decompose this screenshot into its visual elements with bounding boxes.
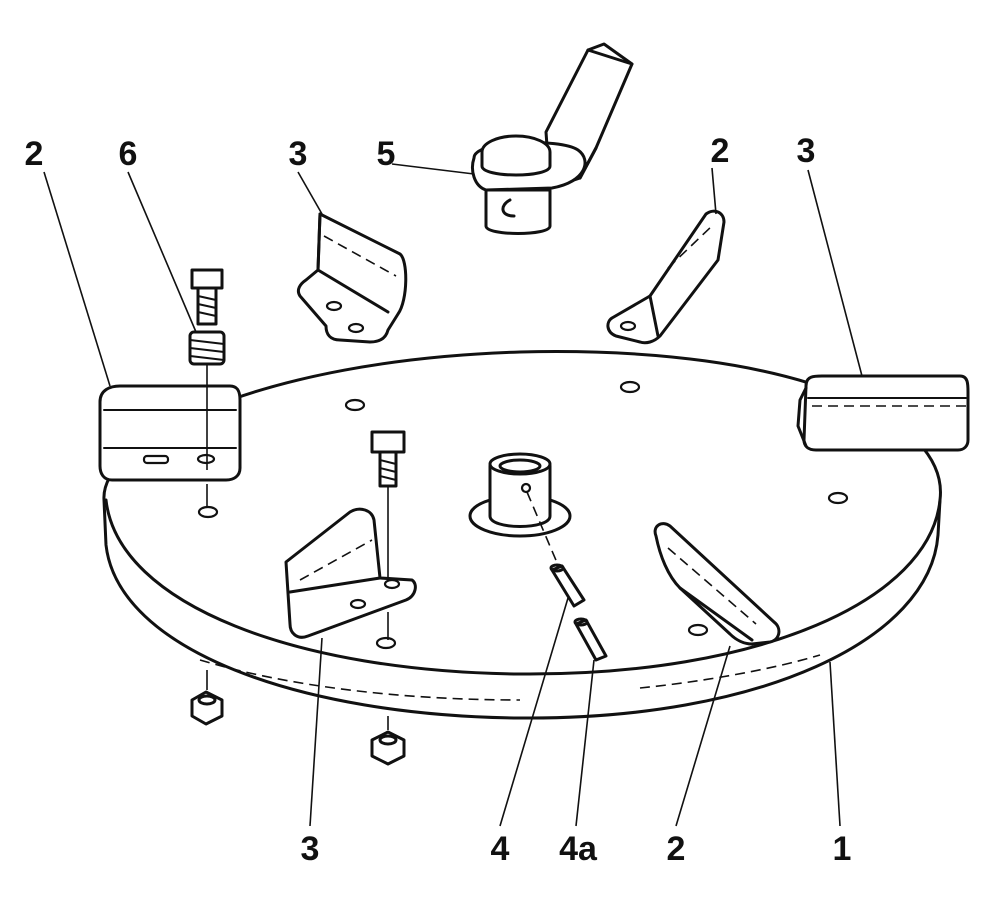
center-hub [468,452,572,538]
callout-4a-spare-pin: 4a [559,830,598,868]
callout-1-plate: 1 [833,830,852,868]
blade-3-top-left [296,212,408,344]
nut-left [190,670,224,726]
hub-cap [471,42,634,235]
plate-holes [197,380,849,650]
nut-center [370,716,406,766]
callout-labels: 2 6 3 5 2 3 3 4 4a 2 1 [25,132,852,868]
callout-3-blade-top-left: 3 [289,135,308,173]
callout-2-blade-top-right: 2 [711,132,730,170]
spring-washer [188,330,226,508]
bolt-left [190,268,224,326]
callout-3-blade-far-right: 3 [797,132,816,170]
bolt-center-left [370,430,406,640]
shear-pin-4a [573,617,608,662]
callout-3-blade-low-left: 3 [301,830,320,868]
callout-2-blade-front-right: 2 [667,830,686,868]
blade-2-front-right [653,522,781,646]
blade-2-top-right [606,209,726,345]
callout-4-shear-pin: 4 [491,830,510,868]
callout-5-hub-cap: 5 [377,135,396,173]
shear-pin-4 [526,491,586,608]
callout-2-blade-left: 2 [25,135,44,173]
leader-lines [43,163,863,827]
blade-3-low-left [284,507,417,639]
blade-2-left [98,384,242,482]
callout-6-spring-washer: 6 [119,135,138,173]
blade-3-far-right [796,374,970,452]
